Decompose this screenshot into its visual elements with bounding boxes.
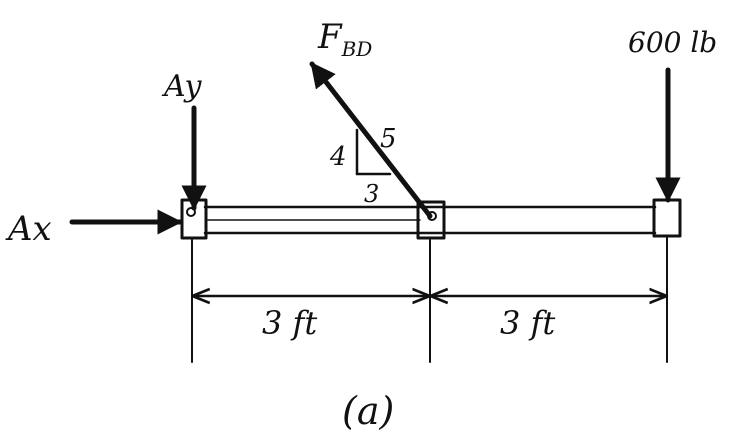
caption: (a) <box>342 389 394 433</box>
label-slope-hyp: 5 <box>380 124 397 154</box>
label-ay: Ay <box>161 69 202 104</box>
force-fbd-arrow <box>309 61 433 219</box>
label-dim-right: 3 ft <box>500 304 555 342</box>
end-block-c <box>652 198 682 238</box>
extension-lines <box>191 237 668 363</box>
label-fbd-main: F <box>317 17 343 57</box>
beam <box>203 205 657 235</box>
label-slope-run: 3 <box>364 180 379 208</box>
label-slope-rise: 4 <box>329 142 347 172</box>
label-ax: Ax <box>5 209 52 249</box>
slope-triangle <box>355 128 392 176</box>
label-dim-left: 3 ft <box>262 304 317 342</box>
label-fbd: FBD <box>317 17 372 61</box>
label-load: 600 lb <box>628 26 717 59</box>
label-fbd-subscript: BD <box>341 37 373 61</box>
